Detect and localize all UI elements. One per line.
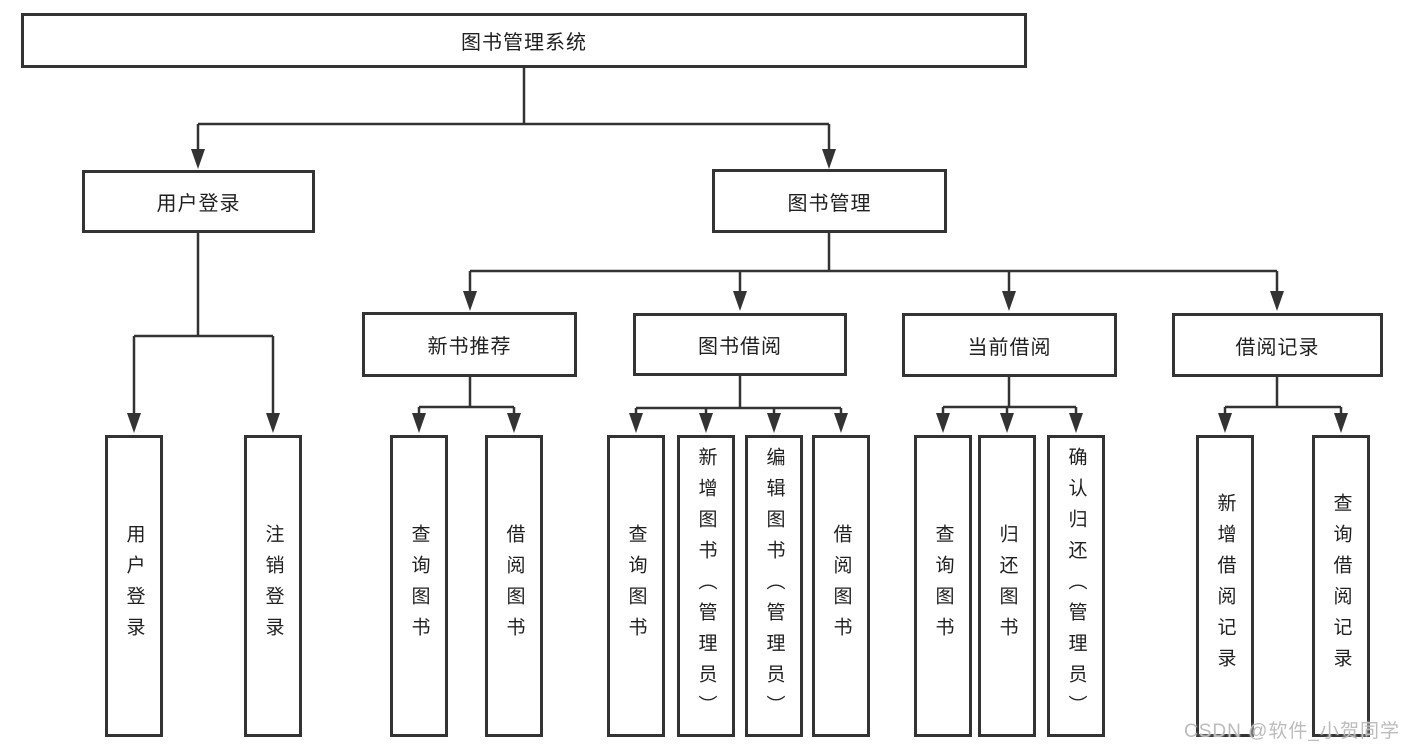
- node-current-borrowing: 当前借阅: [902, 313, 1117, 377]
- connector-book-management-children: [463, 233, 1284, 311]
- watermark-text: CSDN @软件_小贺同学: [1184, 721, 1400, 742]
- node-label: 编辑图书（管理员）: [763, 446, 785, 726]
- node-query-books-recommend: 查询图书: [390, 435, 448, 737]
- node-label: 借阅图书: [503, 524, 525, 648]
- node-user-login: 用户登录: [82, 170, 315, 233]
- connector-user-login-children: [127, 233, 280, 433]
- node-add-books-admin: 新增图书（管理员）: [677, 435, 735, 737]
- node-confirm-return-admin: 确认归还（管理员）: [1047, 435, 1105, 737]
- node-query-borrow-record: 查询借阅记录: [1312, 435, 1370, 737]
- node-add-borrow-record: 新增借阅记录: [1196, 435, 1254, 737]
- node-label: 用户登录: [123, 524, 145, 648]
- node-query-books-borrowing: 查询图书: [607, 435, 665, 737]
- node-book-borrowing: 图书借阅: [633, 313, 847, 376]
- node-label: 新增图书（管理员）: [695, 446, 717, 726]
- node-label: 图书管理系统: [461, 32, 587, 54]
- node-label: 归还图书: [996, 524, 1018, 648]
- node-label: 当前借阅: [967, 336, 1052, 359]
- connector-current-borrowing-children: [936, 377, 1083, 433]
- node-edit-books-admin: 编辑图书（管理员）: [745, 435, 803, 737]
- connector-borrowing-records-children: [1218, 377, 1348, 433]
- node-label: 查询图书: [932, 524, 954, 648]
- node-label: 借阅图书: [830, 524, 852, 648]
- node-label: 新增借阅记录: [1214, 493, 1236, 679]
- node-borrowing-records: 借阅记录: [1172, 313, 1383, 377]
- node-book-management: 图书管理: [712, 169, 947, 233]
- node-return-books: 归还图书: [978, 435, 1036, 737]
- node-label: 借阅记录: [1235, 336, 1320, 359]
- connector-book-borrowing-children: [629, 376, 848, 433]
- node-label: 用户登录: [156, 193, 241, 215]
- node-borrow-books: 借阅图书: [812, 435, 870, 737]
- node-logout: 注销登录: [244, 435, 302, 737]
- node-borrow-books-recommend: 借阅图书: [485, 435, 543, 737]
- node-query-books-current: 查询图书: [914, 435, 972, 737]
- node-label: 图书借阅: [698, 336, 782, 358]
- connector-root-to-level2: [191, 68, 836, 169]
- node-library-management-system: 图书管理系统: [21, 13, 1027, 68]
- node-label: 查询图书: [625, 524, 647, 648]
- node-label: 确认归还（管理员）: [1065, 446, 1087, 726]
- node-label: 查询借阅记录: [1330, 493, 1352, 679]
- connector-new-book-children: [412, 377, 521, 433]
- node-label: 查询图书: [408, 524, 430, 648]
- node-label: 新书推荐: [427, 336, 512, 358]
- node-user-login-leaf: 用户登录: [105, 435, 163, 737]
- node-new-book-recommendation: 新书推荐: [362, 312, 577, 377]
- node-label: 图书管理: [787, 192, 872, 215]
- node-label: 注销登录: [262, 524, 284, 648]
